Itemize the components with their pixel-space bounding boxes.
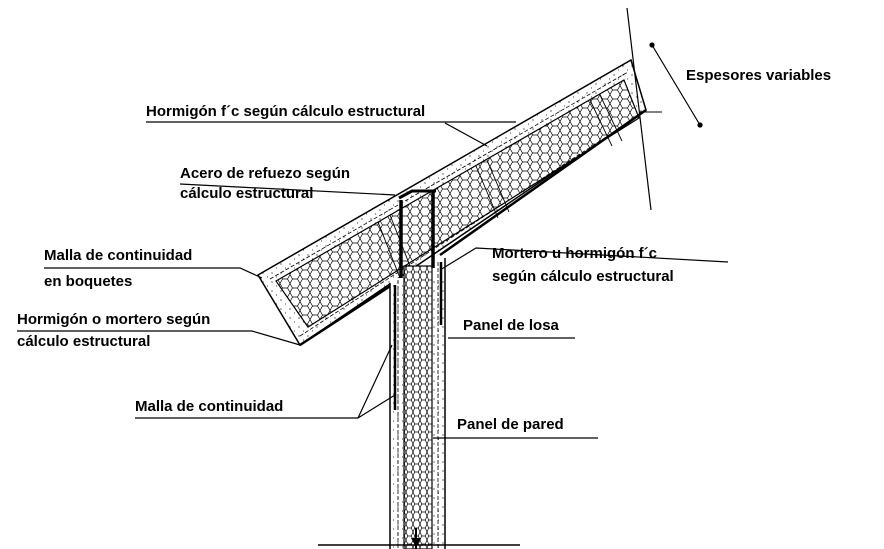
label-malla-boquetes: Malla de continuidad <box>44 247 193 264</box>
label-hormigon-fc: Hormigón f´c según cálculo estructural <box>146 103 426 120</box>
wall-panel <box>318 258 520 549</box>
slab-panel <box>256 58 647 347</box>
label-malla-continuidad: Malla de continuidad <box>135 398 284 415</box>
slab-bottom-edge-left <box>299 281 396 347</box>
reinforcement-bar <box>398 189 436 278</box>
label-malla-boquetes-line2: en boquetes <box>44 273 133 290</box>
label-espesores-variables: Espesores variables <box>686 67 832 84</box>
label-acero-refuerzo: Acero de refuezo según <box>180 165 351 182</box>
slab-bottom-mesh <box>299 112 644 337</box>
slab-panel-joints <box>377 94 623 279</box>
label-hormigon-mortero: Hormigón o mortero según <box>17 311 211 328</box>
label-mortero-hormigon-line2: según cálculo estructural <box>492 268 674 285</box>
wall-insulation-core <box>403 265 433 549</box>
label-panel-pared: Panel de pared <box>457 416 564 433</box>
thickness-dimension <box>626 7 703 211</box>
label-acero-refuerzo-line2: cálculo estructural <box>180 185 314 202</box>
slab-top-mesh <box>269 71 629 280</box>
label-mortero-hormigon: Mortero u hormigón f´c <box>492 245 657 262</box>
label-hormigon-mortero-line2: cálculo estructural <box>17 333 151 350</box>
label-panel-losa: Panel de losa <box>463 317 559 334</box>
slab-bottom-edge-right <box>439 108 647 257</box>
leader-lines <box>17 121 729 439</box>
slab-insulation-core <box>275 79 640 328</box>
